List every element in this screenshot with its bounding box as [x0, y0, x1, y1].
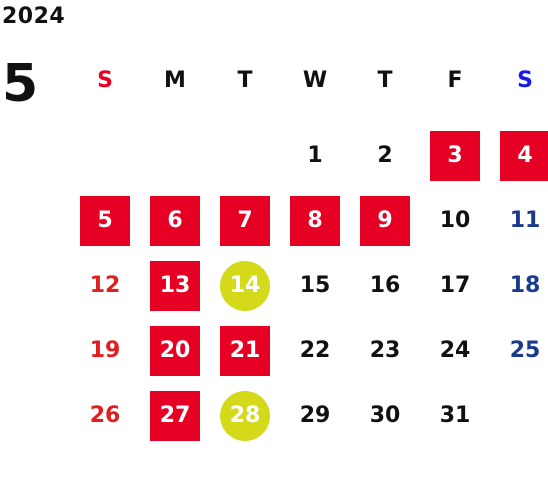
calendar-month: 5 [2, 54, 39, 114]
weekday-header-tue: T [237, 68, 253, 93]
calendar-cell: 11 [490, 188, 548, 253]
calendar-cell: 9 [350, 188, 420, 253]
calendar-year: 2024 [2, 4, 66, 29]
calendar-cell: 2 [350, 123, 420, 188]
calendar-cell: 25 [490, 318, 548, 383]
calendar-cell: 28 [210, 383, 280, 448]
calendar-cell: 26 [70, 383, 140, 448]
calendar-day: 18 [509, 273, 541, 298]
calendar-day: 31 [439, 403, 471, 428]
calendar-cell: 31 [420, 383, 490, 448]
calendar-cell: 17 [420, 253, 490, 318]
calendar-cell: 21 [210, 318, 280, 383]
calendar-day-closed: 21 [220, 325, 270, 376]
calendar-cell: 19 [70, 318, 140, 383]
calendar-day: 17 [439, 273, 471, 298]
calendar-day-closed: 8 [290, 195, 340, 246]
weekday-header-mon: M [164, 68, 186, 93]
calendar-cell: 15 [280, 253, 350, 318]
calendar-cell: 10 [420, 188, 490, 253]
calendar-cell: 27 [140, 383, 210, 448]
calendar-day: 12 [89, 273, 121, 298]
calendar-cell [70, 123, 140, 188]
calendar-day: 29 [299, 403, 331, 428]
calendar-cell: 20 [140, 318, 210, 383]
weekday-header-wed: W [302, 68, 328, 93]
calendar-day: 24 [439, 338, 471, 363]
calendar-day: 23 [369, 338, 401, 363]
calendar-cell: 29 [280, 383, 350, 448]
calendar-day: 1 [307, 143, 323, 168]
calendar-cell: 14 [210, 253, 280, 318]
calendar-cell: 24 [420, 318, 490, 383]
calendar-day: 19 [89, 338, 121, 363]
calendar-day: 16 [369, 273, 401, 298]
calendar-day-closed: 5 [80, 195, 130, 246]
calendar-cell: 22 [280, 318, 350, 383]
calendar-day-closed: 7 [220, 195, 270, 246]
calendar-day-special: 14 [220, 260, 270, 311]
weekday-header-sun: S [97, 68, 113, 93]
calendar-cell: 30 [350, 383, 420, 448]
calendar-day: 30 [369, 403, 401, 428]
weekday-header-thu: T [377, 68, 393, 93]
calendar-cell: 16 [350, 253, 420, 318]
calendar-day-closed: 4 [500, 130, 548, 181]
calendar-day: 26 [89, 403, 121, 428]
calendar-day: 22 [299, 338, 331, 363]
calendar-day-special: 28 [220, 390, 270, 441]
calendar-cell: 1 [280, 123, 350, 188]
calendar-day: 10 [439, 208, 471, 233]
calendar-day: 2 [377, 143, 393, 168]
calendar-cell: 3 [420, 123, 490, 188]
calendar-cell: 18 [490, 253, 548, 318]
weekday-header-sat: S [517, 68, 533, 93]
weekday-header-fri: F [447, 68, 463, 93]
calendar-cell: 7 [210, 188, 280, 253]
calendar-cell: 23 [350, 318, 420, 383]
calendar-day-closed: 13 [150, 260, 200, 311]
calendar-day-closed: 27 [150, 390, 200, 441]
calendar-cell: 12 [70, 253, 140, 318]
calendar-cell: 5 [70, 188, 140, 253]
calendar-day: 11 [509, 208, 541, 233]
calendar-cell: 4 [490, 123, 548, 188]
calendar-day: 25 [509, 338, 541, 363]
calendar-day-closed: 6 [150, 195, 200, 246]
calendar-day-closed: 9 [360, 195, 410, 246]
calendar-cell: 6 [140, 188, 210, 253]
calendar-day-closed: 3 [430, 130, 480, 181]
calendar-cell: 8 [280, 188, 350, 253]
calendar-cell [490, 383, 548, 448]
calendar-cell [140, 123, 210, 188]
calendar-day: 15 [299, 273, 331, 298]
calendar-day-closed: 20 [150, 325, 200, 376]
calendar-cell [210, 123, 280, 188]
calendar-cell: 13 [140, 253, 210, 318]
